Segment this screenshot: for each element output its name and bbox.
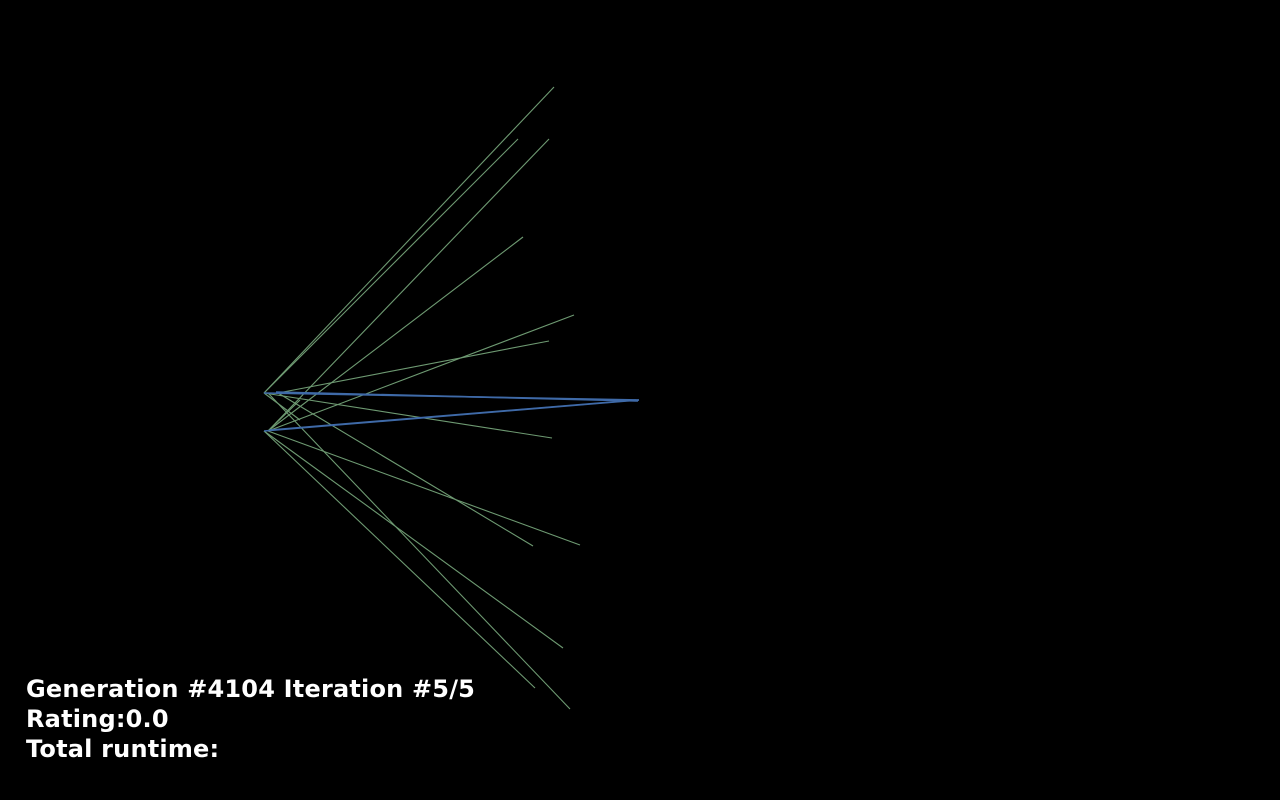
sensor-ray — [263, 138, 519, 394]
generation-label: Generation #4104 Iteration #5/5 — [26, 675, 476, 703]
agent-body-edge — [269, 399, 637, 431]
sensor-ray — [277, 392, 534, 547]
sensor-ray — [267, 138, 550, 432]
runtime-label: Total runtime: — [26, 735, 220, 763]
sensor-ray — [263, 86, 555, 394]
hud-overlay: Generation #4104 Iteration #5/5 Rating:0… — [26, 674, 475, 764]
sensor-ray — [263, 430, 536, 689]
sensor-ray — [267, 236, 524, 432]
agent-body — [263, 391, 640, 432]
sensor-ray — [277, 340, 550, 394]
sensor-rays — [263, 86, 581, 710]
sensor-ray — [263, 392, 553, 439]
sensor-ray — [267, 314, 575, 432]
sensor-ray — [267, 430, 581, 546]
rating-label: Rating:0.0 — [26, 705, 169, 733]
sensor-ray — [263, 392, 301, 421]
sensor-ray — [263, 430, 564, 649]
sensor-ray — [267, 392, 571, 710]
agent-body-edge — [275, 391, 639, 402]
sensor-ray — [267, 399, 301, 432]
